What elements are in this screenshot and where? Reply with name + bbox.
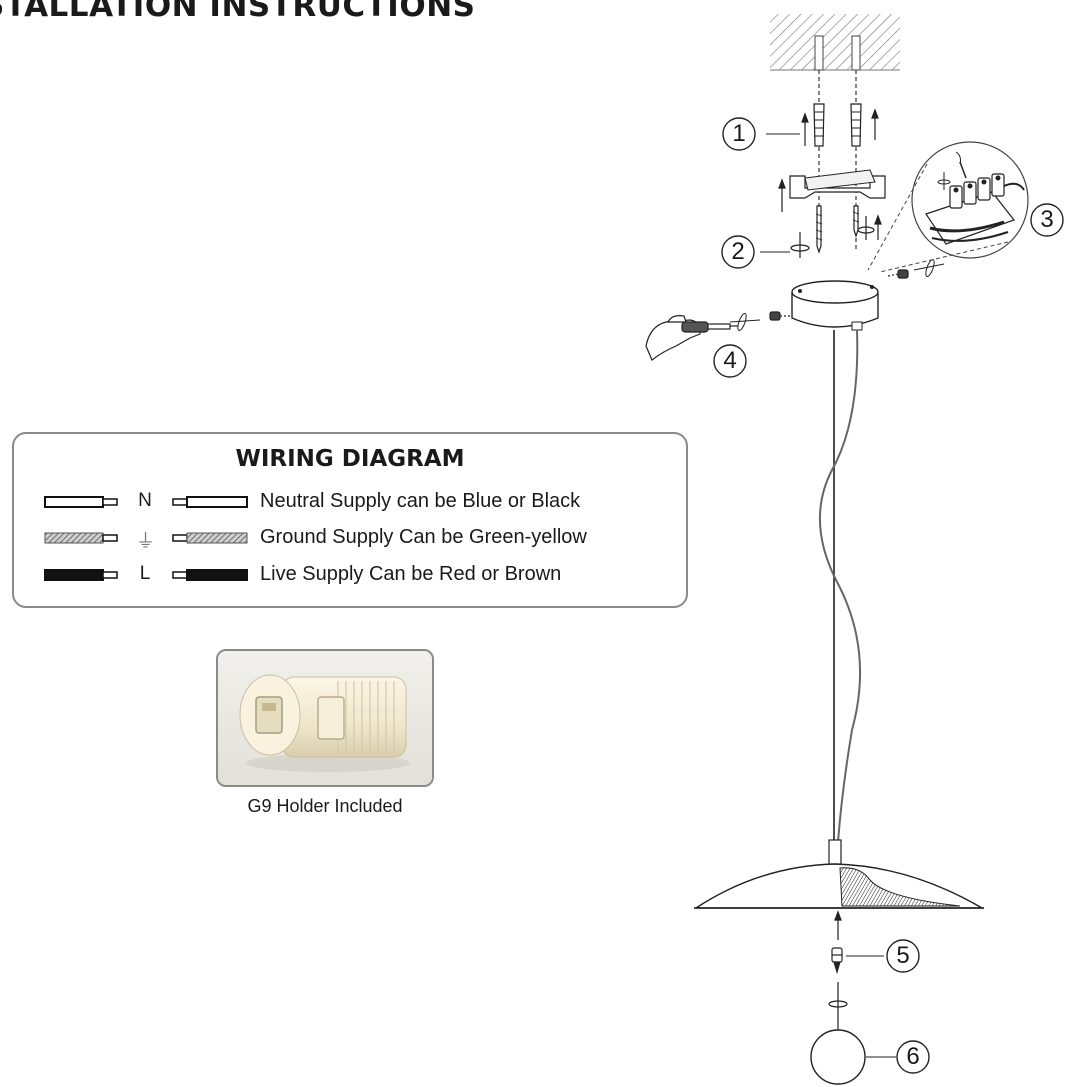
- live-wire-icon: [172, 569, 248, 581]
- step-6-marker: [896, 1040, 930, 1074]
- step-4-marker: [713, 344, 747, 378]
- neutral-text: Neutral Supply can be Blue or Black: [260, 490, 581, 512]
- g9-holder-photo: [216, 649, 434, 787]
- step-2-number: 2: [731, 238, 745, 265]
- lamp-shade: [693, 839, 985, 909]
- step-5-number: 5: [896, 942, 910, 969]
- ceiling: [770, 14, 900, 70]
- ground-wire-icon: [44, 532, 118, 544]
- screwdriver-icon: [645, 315, 738, 361]
- wire-row-live: L Live Supply Can be Red or Brown: [44, 563, 684, 587]
- neutral-wire-icon: [44, 496, 118, 508]
- wire-row-neutral: N Neutral Supply can be Blue or Black: [44, 490, 684, 514]
- wiring-diagram-title: WIRING DIAGRAM: [235, 446, 465, 472]
- step-6-number: 6: [906, 1043, 920, 1070]
- live-text: Live Supply Can be Red or Brown: [260, 563, 562, 585]
- glass-globe: [810, 1029, 866, 1085]
- ground-wire-icon: [172, 532, 248, 544]
- g9-holder-image: [218, 651, 432, 785]
- page-title: STALLATION INSTRUCTIONS: [0, 0, 476, 24]
- wall-plug-icon: [813, 103, 862, 147]
- screw-icon: [816, 205, 859, 254]
- neutral-wire-icon: [172, 496, 248, 508]
- terminal-block-detail: [867, 141, 1029, 273]
- step-2-marker: [721, 235, 755, 269]
- live-wire-icon: [44, 569, 118, 581]
- step-3-number: 3: [1040, 206, 1054, 233]
- ground-text: Ground Supply Can be Green-yellow: [260, 526, 587, 548]
- step-3-marker: [1030, 203, 1064, 237]
- step-5-marker: [886, 939, 920, 973]
- power-cord: [818, 329, 862, 843]
- ceiling-canopy: [791, 280, 879, 331]
- step-4-number: 4: [723, 347, 737, 374]
- wiring-diagram-panel: WIRING DIAGRAM N Neutral Supply can be B…: [12, 432, 688, 608]
- g9-bulb-holder-icon: [831, 947, 843, 975]
- g9-holder-caption: G9 Holder Included: [247, 796, 403, 816]
- neutral-letter: N: [138, 490, 152, 511]
- wire-row-ground: ⏚ Ground Supply Can be Green-yellow: [44, 526, 684, 552]
- ground-symbol-icon: ⏚: [136, 531, 156, 552]
- live-letter: L: [139, 563, 151, 584]
- step-1-number: 1: [732, 120, 746, 147]
- mounting-bracket: [789, 175, 886, 199]
- step-1-marker: [722, 117, 756, 151]
